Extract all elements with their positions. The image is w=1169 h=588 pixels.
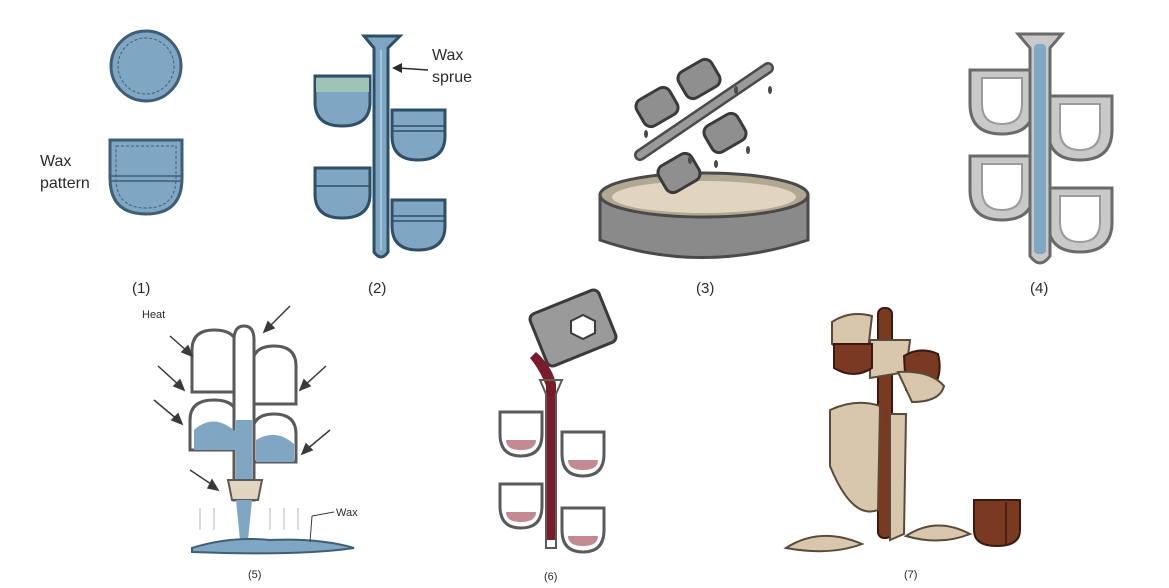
step-1-caption: (1) bbox=[132, 280, 150, 297]
wax-sprue-label-line1: Wax bbox=[432, 47, 463, 64]
step-4-caption: (4) bbox=[1030, 280, 1048, 297]
wax-label: Wax bbox=[336, 507, 358, 519]
wax-sprue-label-line2: sprue bbox=[432, 69, 472, 86]
step-2-caption: (2) bbox=[368, 280, 386, 297]
step-3-caption: (3) bbox=[696, 280, 714, 297]
step-1-wax-pattern: Wax pattern (1) bbox=[40, 29, 184, 297]
step-6-caption: (6) bbox=[544, 571, 557, 583]
wax-pattern-label-line1: Wax bbox=[40, 153, 71, 170]
wax-core-sprue bbox=[1034, 44, 1046, 254]
step-4-ceramic-coated-tree: (4) bbox=[968, 32, 1114, 297]
wax-pattern-side-view bbox=[108, 138, 184, 216]
step-7-caption: (7) bbox=[904, 569, 917, 581]
melted-wax-puddle bbox=[191, 538, 355, 555]
finished-casting bbox=[973, 499, 1021, 548]
wax-pattern-top-view bbox=[109, 29, 183, 103]
wax-pattern-label-line2: pattern bbox=[40, 175, 90, 192]
step-5-caption: (5) bbox=[248, 569, 261, 581]
step-5-wax-melt-out: Heat Wax (5) bbox=[142, 305, 358, 581]
step-3-slurry-dip: (3) bbox=[598, 57, 810, 297]
heat-label: Heat bbox=[142, 309, 165, 321]
step-6-metal-pour: (6) bbox=[498, 288, 618, 583]
step-2-wax-tree: Wax sprue (2) bbox=[313, 34, 472, 297]
step-7-shell-removal: (7) bbox=[783, 307, 1021, 581]
